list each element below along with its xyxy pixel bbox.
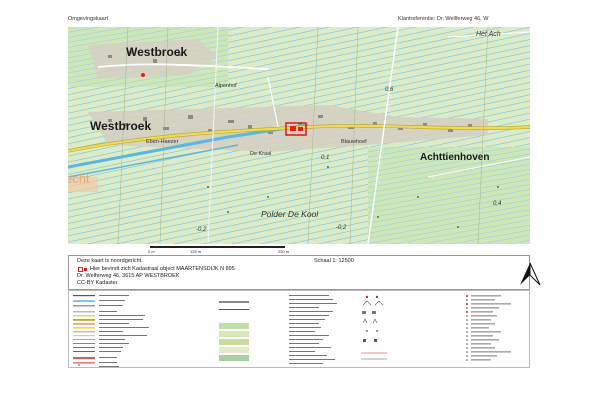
label-westbroek-top: Westbroek bbox=[126, 45, 188, 59]
label-het-ach: Het Ach bbox=[476, 31, 501, 38]
scale-tick-125: 125 m bbox=[190, 249, 202, 254]
height-04: 0,4 bbox=[493, 201, 502, 207]
red-marker-north bbox=[141, 73, 145, 77]
scale-tick-0: 0 m bbox=[148, 249, 155, 254]
tree-symbols bbox=[207, 166, 499, 228]
southeast-field bbox=[368, 147, 530, 244]
parcel-lines bbox=[117, 27, 489, 244]
map-area[interactable]: Westbroek Westbroek Alpenhof Eben-Haezer… bbox=[68, 27, 530, 244]
buildings bbox=[108, 51, 472, 134]
label-polder-de-kool: Polder De Kool bbox=[261, 209, 319, 219]
parcel-marker-icon bbox=[78, 267, 87, 272]
legend-panel bbox=[68, 290, 530, 368]
legend-col-1-text bbox=[99, 295, 149, 367]
height-02-a: -0,2 bbox=[336, 225, 347, 231]
height-01: 0,1 bbox=[321, 155, 330, 161]
info-panel: Deze kaart is noordgericht. Schaal 1: 12… bbox=[68, 255, 541, 290]
height-02-b: -0,2 bbox=[196, 227, 207, 233]
header-left: Omgevingskaart bbox=[68, 16, 109, 22]
legend-col-2 bbox=[219, 301, 249, 361]
legend-col-1 bbox=[73, 295, 95, 366]
label-de-kraal: De Kraal bbox=[250, 151, 272, 157]
scale-bar: 0 m 125 m 250 m bbox=[148, 246, 330, 254]
legend-col-2-text bbox=[289, 295, 337, 364]
height-06: 0,6 bbox=[385, 87, 394, 93]
label-echt: echt bbox=[68, 171, 90, 186]
label-alpenhof: Alpenhof bbox=[215, 83, 237, 89]
orientation-text: Deze kaart is noordgericht. bbox=[77, 258, 143, 264]
highlighted-parcel bbox=[285, 122, 307, 136]
north-arrow-icon bbox=[520, 262, 541, 286]
orange-patch bbox=[68, 177, 98, 192]
main-road bbox=[68, 124, 530, 153]
scale-text: Schaal 1: 12500 bbox=[314, 258, 354, 264]
label-blauwhoef: Blauwhoef bbox=[341, 139, 367, 145]
license-text: CC-BY Kadaster. bbox=[77, 280, 119, 286]
label-achttienhoven: Achttienhoven bbox=[420, 152, 490, 163]
label-westbroek-mid: Westbroek bbox=[90, 119, 152, 133]
label-eben-haezer: Eben-Haezer bbox=[146, 139, 179, 145]
address-text: Dr. Welferweg 46, 3615 AP WESTBROEK bbox=[77, 273, 180, 279]
header-right: Klantreferentie: Dr. Wellferweg 46, W bbox=[398, 16, 489, 22]
scale-tick-250: 250 m bbox=[278, 249, 290, 254]
parcel-text: Hier bevindt zich Kadastraal object MAAR… bbox=[90, 266, 235, 272]
map-graphics bbox=[68, 27, 530, 244]
north-road bbox=[97, 63, 269, 70]
legend-col-3 bbox=[361, 295, 387, 360]
legend-col-4 bbox=[466, 295, 511, 361]
legend-graphics bbox=[73, 295, 511, 367]
